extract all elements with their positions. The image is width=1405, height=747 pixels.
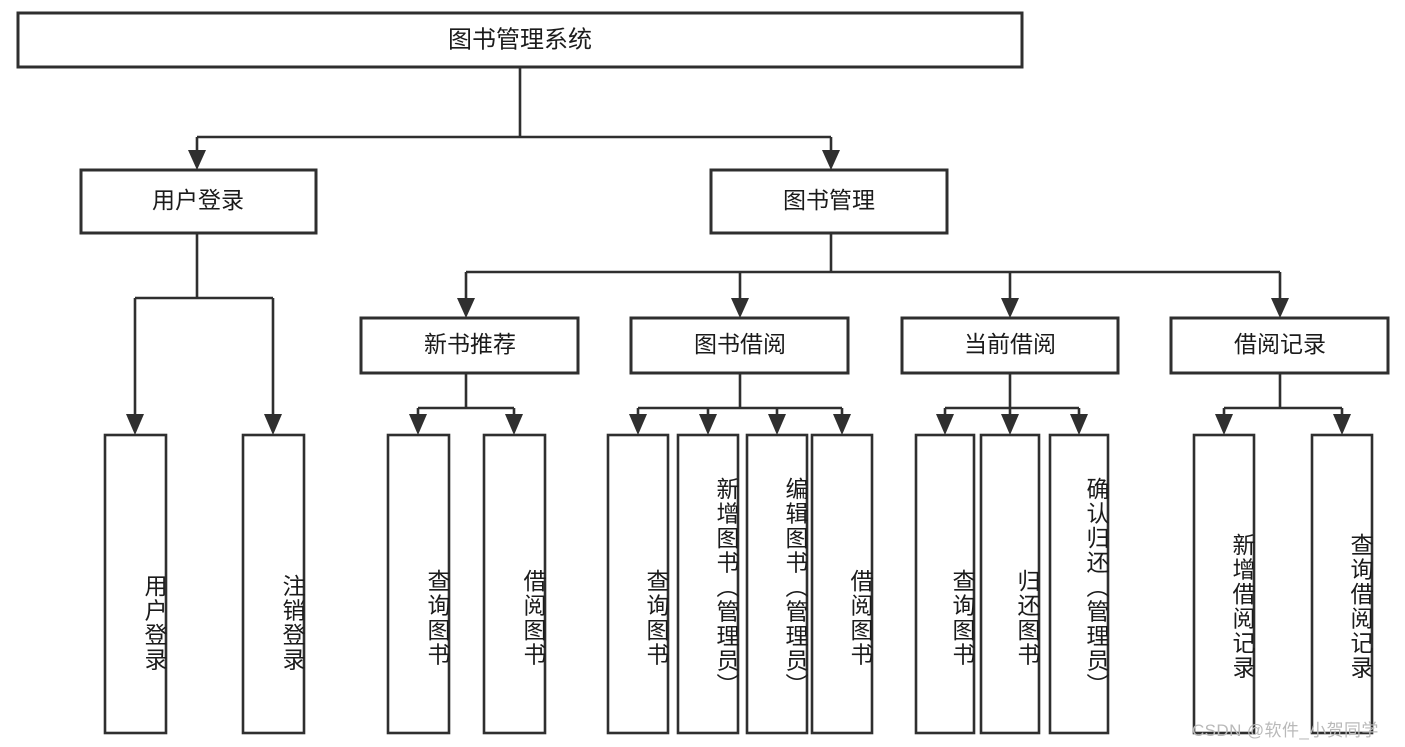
arrowhead-bb-leaf-1 — [629, 414, 647, 435]
arrowhead-bb-leaf-3 — [768, 414, 786, 435]
arrowhead-bb-leaf-4 — [833, 414, 851, 435]
leaf-box-cb-return[interactable] — [979, 433, 1041, 735]
arrowhead-cb-leaf-3 — [1070, 414, 1088, 435]
arrowhead-book-manage — [822, 150, 840, 170]
node-user-login[interactable]: 用户登录 — [79, 168, 318, 235]
watermark-text: CSDN @软件_小贺同学 — [1192, 721, 1379, 740]
node-root[interactable]: 图书管理系统 — [16, 11, 1024, 69]
leaf-box-br-add[interactable] — [1192, 433, 1256, 735]
node-current-borrow-box[interactable] — [900, 316, 1120, 375]
node-book-borrow[interactable]: 图书借阅 — [629, 316, 850, 375]
leaf-box-br-query[interactable] — [1310, 433, 1374, 735]
node-book-borrow-box[interactable] — [629, 316, 850, 375]
leaf-box-bb-borrow[interactable] — [810, 433, 874, 735]
node-new-book-recommend[interactable]: 新书推荐 — [359, 316, 580, 375]
node-current-borrow-label: 当前借阅 — [964, 331, 1056, 357]
node-new-book-recommend-label: 新书推荐 — [424, 331, 516, 357]
leaf-box-nb-borrow[interactable] — [482, 433, 547, 735]
connector-group — [126, 67, 1351, 435]
node-root-label: 图书管理系统 — [448, 26, 592, 53]
node-book-manage-label: 图书管理 — [783, 187, 875, 213]
leaf-box-cb-query[interactable] — [914, 433, 976, 735]
leaf-box-bb-add[interactable] — [676, 433, 740, 735]
node-new-book-recommend-box[interactable] — [359, 316, 580, 375]
node-borrow-record-box[interactable] — [1169, 316, 1390, 375]
arrowhead-borrow-record — [1271, 298, 1289, 318]
arrowhead-leaf-user-login — [126, 414, 144, 435]
arrowhead-cb-leaf-1 — [936, 414, 954, 435]
arrowhead-br-leaf-1 — [1215, 414, 1233, 435]
leaf-box-bb-query[interactable] — [606, 433, 670, 735]
leaf-box-user-login[interactable] — [103, 433, 168, 735]
node-book-manage[interactable]: 图书管理 — [709, 168, 949, 235]
leaf-box-logout[interactable] — [241, 433, 306, 735]
arrowhead-book-borrow — [731, 298, 749, 318]
node-root-box[interactable] — [16, 11, 1024, 69]
node-borrow-record-label: 借阅记录 — [1234, 331, 1326, 357]
node-current-borrow[interactable]: 当前借阅 — [900, 316, 1120, 375]
leaf-box-bb-edit[interactable] — [745, 433, 809, 735]
arrowhead-nb-leaf-1 — [409, 414, 427, 435]
node-book-borrow-label: 图书借阅 — [694, 331, 786, 357]
arrowhead-leaf-logout — [264, 414, 282, 435]
arrowhead-bb-leaf-2 — [699, 414, 717, 435]
node-user-login-label: 用户登录 — [152, 187, 244, 213]
node-borrow-record[interactable]: 借阅记录 — [1169, 316, 1390, 375]
leaf-box-nb-query[interactable] — [386, 433, 451, 735]
node-user-login-box[interactable] — [79, 168, 318, 235]
node-book-manage-box[interactable] — [709, 168, 949, 235]
arrowhead-nb-leaf-2 — [505, 414, 523, 435]
arrowhead-user-login — [188, 150, 206, 170]
arrowhead-new-book — [457, 298, 475, 318]
arrowhead-current-borrow — [1001, 298, 1019, 318]
leaf-box-cb-confirm[interactable] — [1048, 433, 1110, 735]
arrowhead-br-leaf-2 — [1333, 414, 1351, 435]
arrowhead-cb-leaf-2 — [1001, 414, 1019, 435]
